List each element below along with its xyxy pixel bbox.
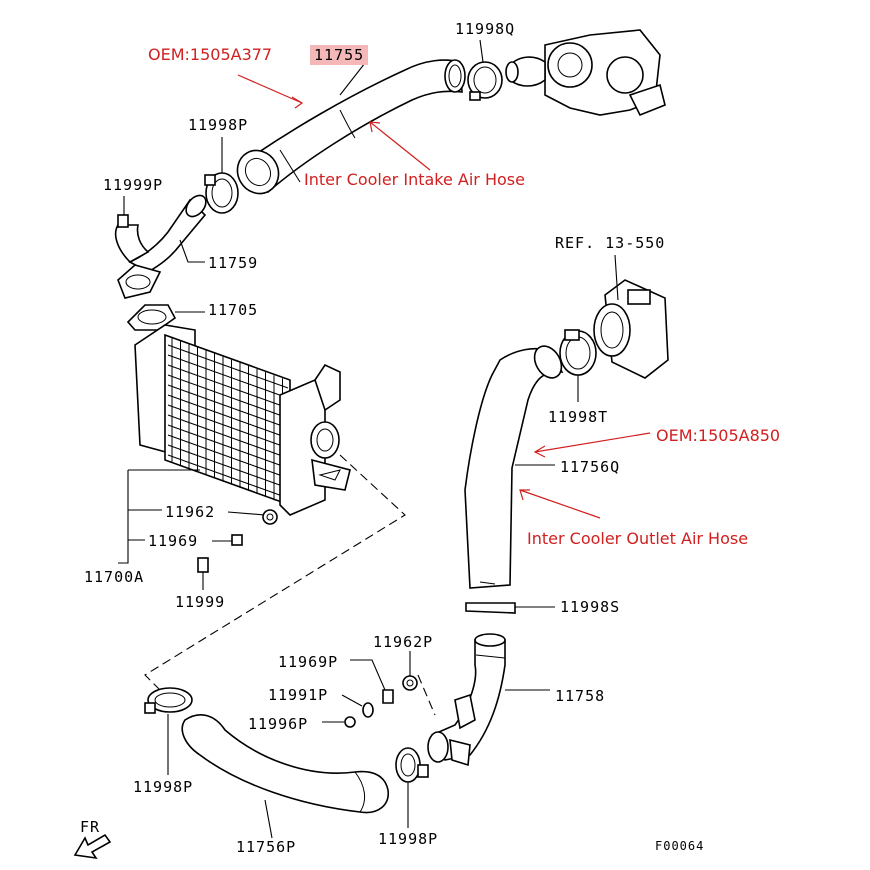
label-11755: 11755 [310, 45, 369, 65]
intercooler-core-line [167, 414, 289, 459]
clamp-11998p-left [144, 687, 193, 714]
intercooler-core-line [167, 344, 289, 389]
label-11962p: 11962P [373, 633, 434, 651]
annotation-arrows [237, 74, 651, 519]
intercooler-core-line [167, 384, 289, 429]
bolt-11999 [197, 557, 209, 590]
intake-hose-11755 [236, 59, 466, 195]
oem-intake-label: OEM:1505A377 [148, 45, 273, 64]
intercooler-core-line [167, 354, 289, 399]
label-11758: 11758 [555, 687, 606, 705]
label-11759: 11759 [208, 254, 259, 272]
label-11991p: 11991P [268, 686, 329, 704]
label-11999p: 11999P [103, 176, 164, 194]
figure-code: F00064 [655, 839, 705, 853]
nut-11962 [262, 509, 278, 525]
intercooler-core-line [167, 434, 289, 479]
label-11999: 11999 [175, 593, 226, 611]
pipe-11758 [427, 633, 506, 767]
intercooler-core-line [167, 454, 289, 499]
label-11756q: 11756Q [560, 458, 621, 476]
intercooler-core-line [167, 444, 289, 489]
band-11998s [465, 602, 516, 614]
bushing-11969p [382, 689, 394, 704]
label-fr: FR [80, 818, 101, 836]
clamp-11998p-top [204, 172, 239, 214]
intercooler-core-line [167, 404, 289, 449]
label-11962: 11962 [165, 503, 216, 521]
clamp-11998t [559, 329, 597, 376]
throttle-body-ref [593, 279, 669, 379]
hose-11756p [181, 714, 389, 814]
gasket-11705 [126, 304, 177, 331]
intercooler-11700a [134, 324, 351, 516]
clamp-11998p-right [395, 747, 429, 783]
label-11998p-left: 11998P [133, 778, 194, 796]
collar-11991p [362, 702, 374, 718]
outlet-hose-name: Inter Cooler Outlet Air Hose [527, 529, 749, 548]
label-11756p: 11756P [236, 838, 297, 856]
front-arrow-icon [73, 833, 112, 860]
bolt-11999p [117, 196, 129, 228]
intake-hose-name: Inter Cooler Intake Air Hose [304, 170, 525, 189]
label-11998p-top: 11998P [188, 116, 249, 134]
label-11996p: 11996P [248, 715, 309, 733]
label-11969: 11969 [148, 532, 199, 550]
intercooler-core-line [167, 374, 289, 419]
intercooler-core-line [167, 364, 289, 409]
clamp-11998q [467, 61, 503, 101]
label-11998t: 11998T [548, 408, 609, 426]
pipe-11759 [114, 194, 207, 299]
intercooler-core-line [167, 424, 289, 469]
label-11998p-right: 11998P [378, 830, 439, 848]
label-ref-13-550: REF. 13-550 [555, 234, 666, 252]
oem-outlet-label: OEM:1505A850 [656, 426, 781, 445]
label-11998q: 11998Q [455, 20, 516, 38]
intercooler-fins [167, 338, 289, 504]
turbocharger-drawing [505, 29, 666, 117]
outlet-hose-11756q [464, 345, 564, 589]
label-11700a: 11700A [84, 568, 145, 586]
nut-11996p [344, 716, 356, 728]
nut-11962p [402, 675, 418, 691]
label-11969p: 11969P [278, 653, 339, 671]
label-11998s: 11998S [560, 598, 621, 616]
label-11705: 11705 [208, 301, 259, 319]
intercooler-core-line [167, 394, 289, 439]
bolt-11969 [231, 534, 243, 546]
